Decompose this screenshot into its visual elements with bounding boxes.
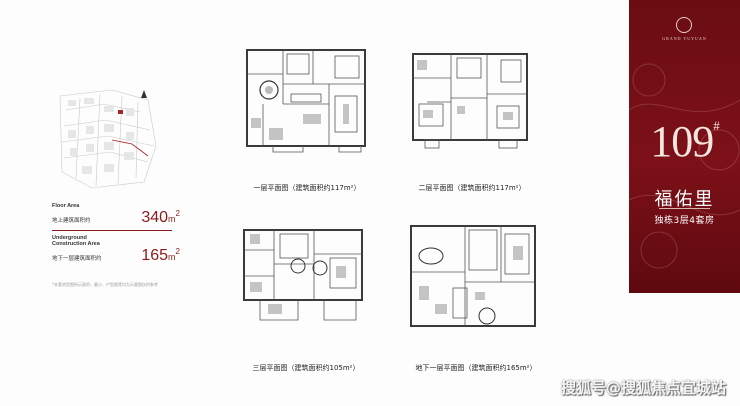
unit-number: 109#	[650, 117, 719, 166]
plan-caption-2f: 二层平面图（建筑面积约117m²）	[418, 184, 526, 192]
brand-logo-text: GRAND YUYUAN	[662, 36, 707, 41]
banner-divider	[659, 208, 710, 209]
area-summary: Floor Area 地上建筑面积约 340m2 Underground Con…	[52, 203, 180, 265]
site-map	[52, 86, 160, 192]
plan-caption-3f: 三层平面图（建筑面积约105m²）	[252, 364, 360, 372]
floor-plan-2f	[407, 48, 535, 154]
underground-en-label-2: Construction Area	[52, 241, 100, 247]
floral-pattern-icon	[629, 63, 740, 269]
plan-caption-1f: 一层平面图（建筑面积约117m²）	[253, 184, 361, 192]
area-divider	[52, 230, 172, 231]
floor-plan-3f	[240, 224, 368, 328]
floor-plan-b1	[405, 222, 541, 334]
disclaimer-note: *本套房型图所示面积，最小、户型图等均为示意图仅供参考	[52, 282, 158, 287]
watermark-text: 搜狐号@搜狐焦点宜城站	[560, 379, 726, 397]
floor-area-value: 340m2	[141, 209, 180, 226]
plan-caption-b1: 地下一层平面图（建筑面积约165m²）	[415, 364, 537, 372]
underground-cn-label: 地下一层建筑面积约	[52, 256, 102, 262]
brand-logo-icon	[676, 17, 692, 33]
underground-en-label-1: Underground	[52, 235, 87, 241]
project-banner: GRAND YUYUAN 109# 福佑里 独栋3层4套房	[629, 0, 740, 293]
unit-subtitle: 独栋3层4套房	[654, 216, 715, 226]
floor-area-en-label: Floor Area	[52, 203, 80, 209]
floor-plan-1f	[243, 44, 371, 154]
floor-area-cn-label: 地上建筑面积约	[52, 218, 91, 224]
underground-area-value: 165m2	[141, 247, 180, 264]
unit-title: 福佑里	[654, 189, 715, 210]
